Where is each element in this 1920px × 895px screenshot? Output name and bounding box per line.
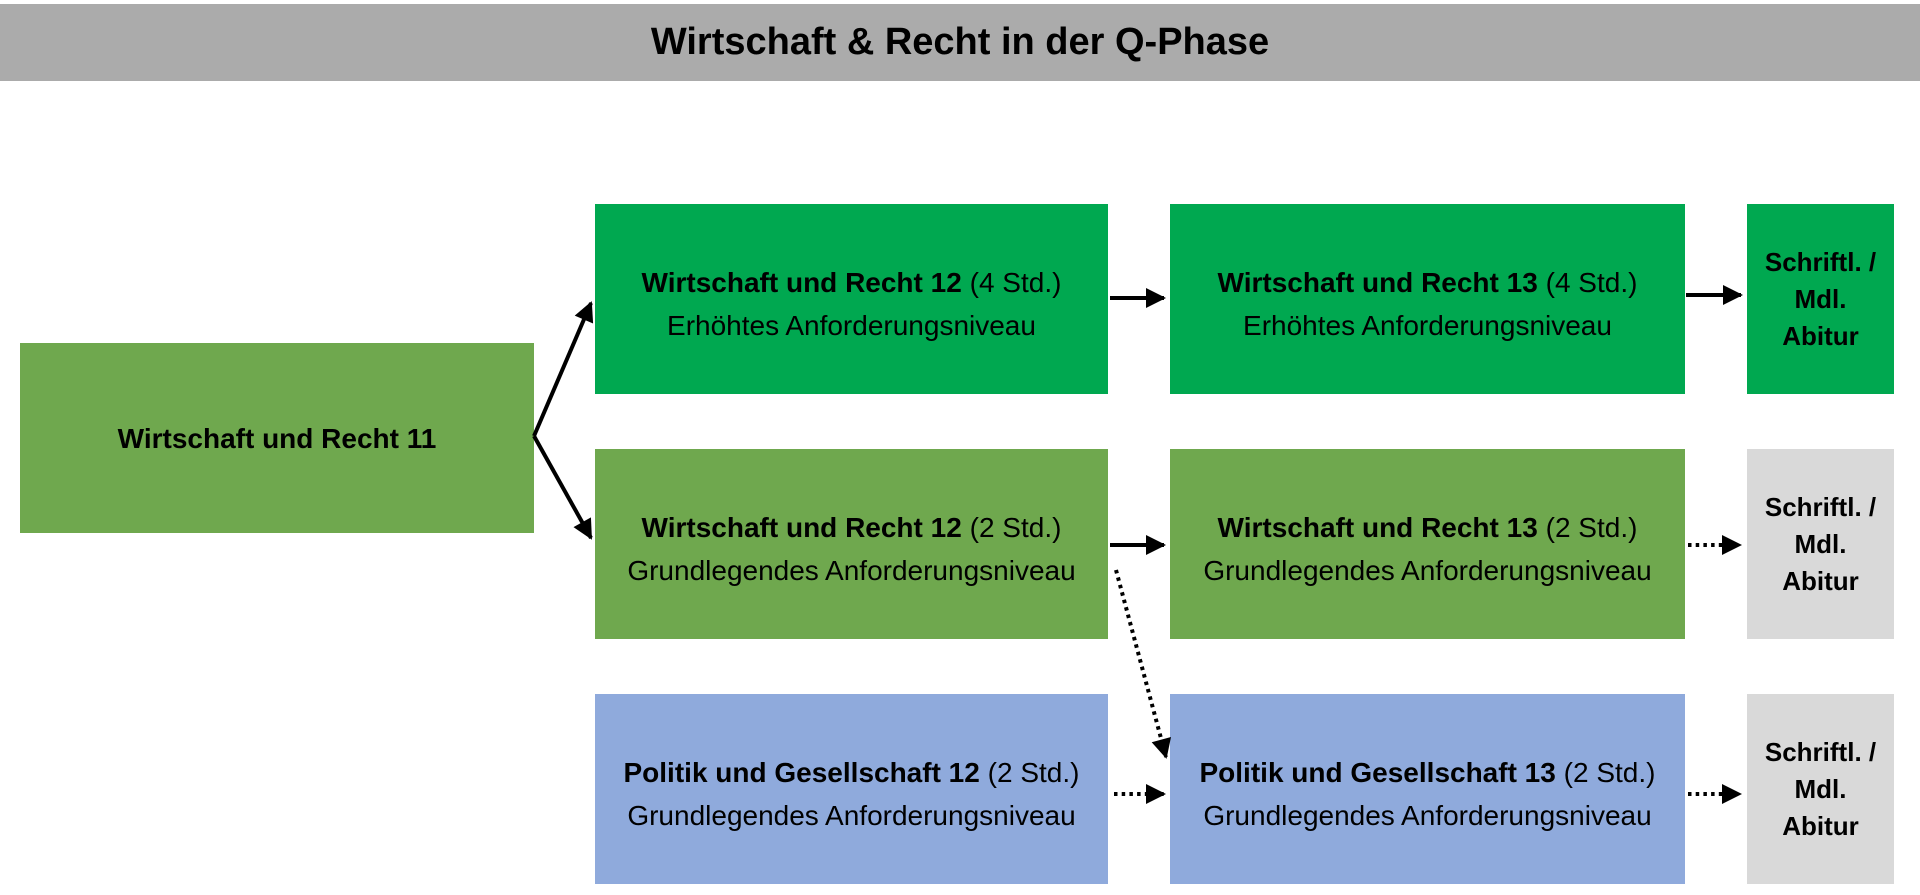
course-name: Wirtschaft und Recht 13 — [1217, 512, 1538, 543]
abitur-label: Schriftl. / Mdl. Abitur — [1764, 491, 1877, 596]
abitur-label: Schriftl. / Mdl. Abitur — [1764, 246, 1877, 351]
arrow-wr11-to-wr12-4std — [532, 301, 594, 437]
node-wirtschaft-recht-13-2std: Wirtschaft und Recht 13(2 Std.) Grundleg… — [1170, 449, 1685, 639]
course-level: Grundlegendes Anforderungsniveau — [627, 800, 1076, 831]
node-wirtschaft-recht-13-4std: Wirtschaft und Recht 13(4 Std.) Erhöhtes… — [1170, 204, 1685, 394]
course-hours: (4 Std.) — [969, 267, 1062, 298]
course-name: Politik und Gesellschaft 13 — [1199, 757, 1556, 788]
node-politik-gesellschaft-12: Politik und Gesellschaft 12(2 Std.) Grun… — [595, 694, 1108, 884]
node-wirtschaft-recht-12-4std: Wirtschaft und Recht 12(4 Std.) Erhöhtes… — [595, 204, 1108, 394]
node-abitur-grundlegend-wr: Schriftl. / Mdl. Abitur — [1747, 449, 1894, 639]
course-hours: (4 Std.) — [1545, 267, 1638, 298]
arrow-wr11-to-wr12-2std — [532, 435, 593, 540]
node-wirtschaft-recht-12-2std: Wirtschaft und Recht 12(2 Std.) Grundleg… — [595, 449, 1108, 639]
course-level: Grundlegendes Anforderungsniveau — [1203, 800, 1652, 831]
course-level: Grundlegendes Anforderungsniveau — [1203, 555, 1652, 586]
abitur-label: Schriftl. / Mdl. Abitur — [1764, 736, 1877, 841]
node-abitur-grundlegend-pug: Schriftl. / Mdl. Abitur — [1747, 694, 1894, 884]
arrow-dotted-wr12-2std-to-pug13 — [1114, 569, 1172, 759]
course-name: Wirtschaft und Recht 12 — [641, 512, 962, 543]
page-title: Wirtschaft & Recht in der Q-Phase — [650, 21, 1270, 63]
course-level: Erhöhtes Anforderungsniveau — [667, 310, 1036, 341]
course-hours: (2 Std.) — [1545, 512, 1638, 543]
course-hours: (2 Std.) — [969, 512, 1062, 543]
node-abitur-erhoeht: Schriftl. / Mdl. Abitur — [1747, 204, 1894, 394]
node-wirtschaft-recht-11: Wirtschaft und Recht 11 — [20, 343, 534, 533]
title-bar: Wirtschaft & Recht in der Q-Phase — [0, 4, 1920, 81]
node-label: Wirtschaft und Recht 11 — [117, 422, 437, 454]
course-name: Politik und Gesellschaft 12 — [623, 757, 980, 788]
course-name: Wirtschaft und Recht 13 — [1217, 267, 1538, 298]
course-hours: (2 Std.) — [987, 757, 1080, 788]
course-level: Erhöhtes Anforderungsniveau — [1243, 310, 1612, 341]
course-level: Grundlegendes Anforderungsniveau — [627, 555, 1076, 586]
course-hours: (2 Std.) — [1563, 757, 1656, 788]
course-name: Wirtschaft und Recht 12 — [641, 267, 962, 298]
node-politik-gesellschaft-13: Politik und Gesellschaft 13(2 Std.) Grun… — [1170, 694, 1685, 884]
